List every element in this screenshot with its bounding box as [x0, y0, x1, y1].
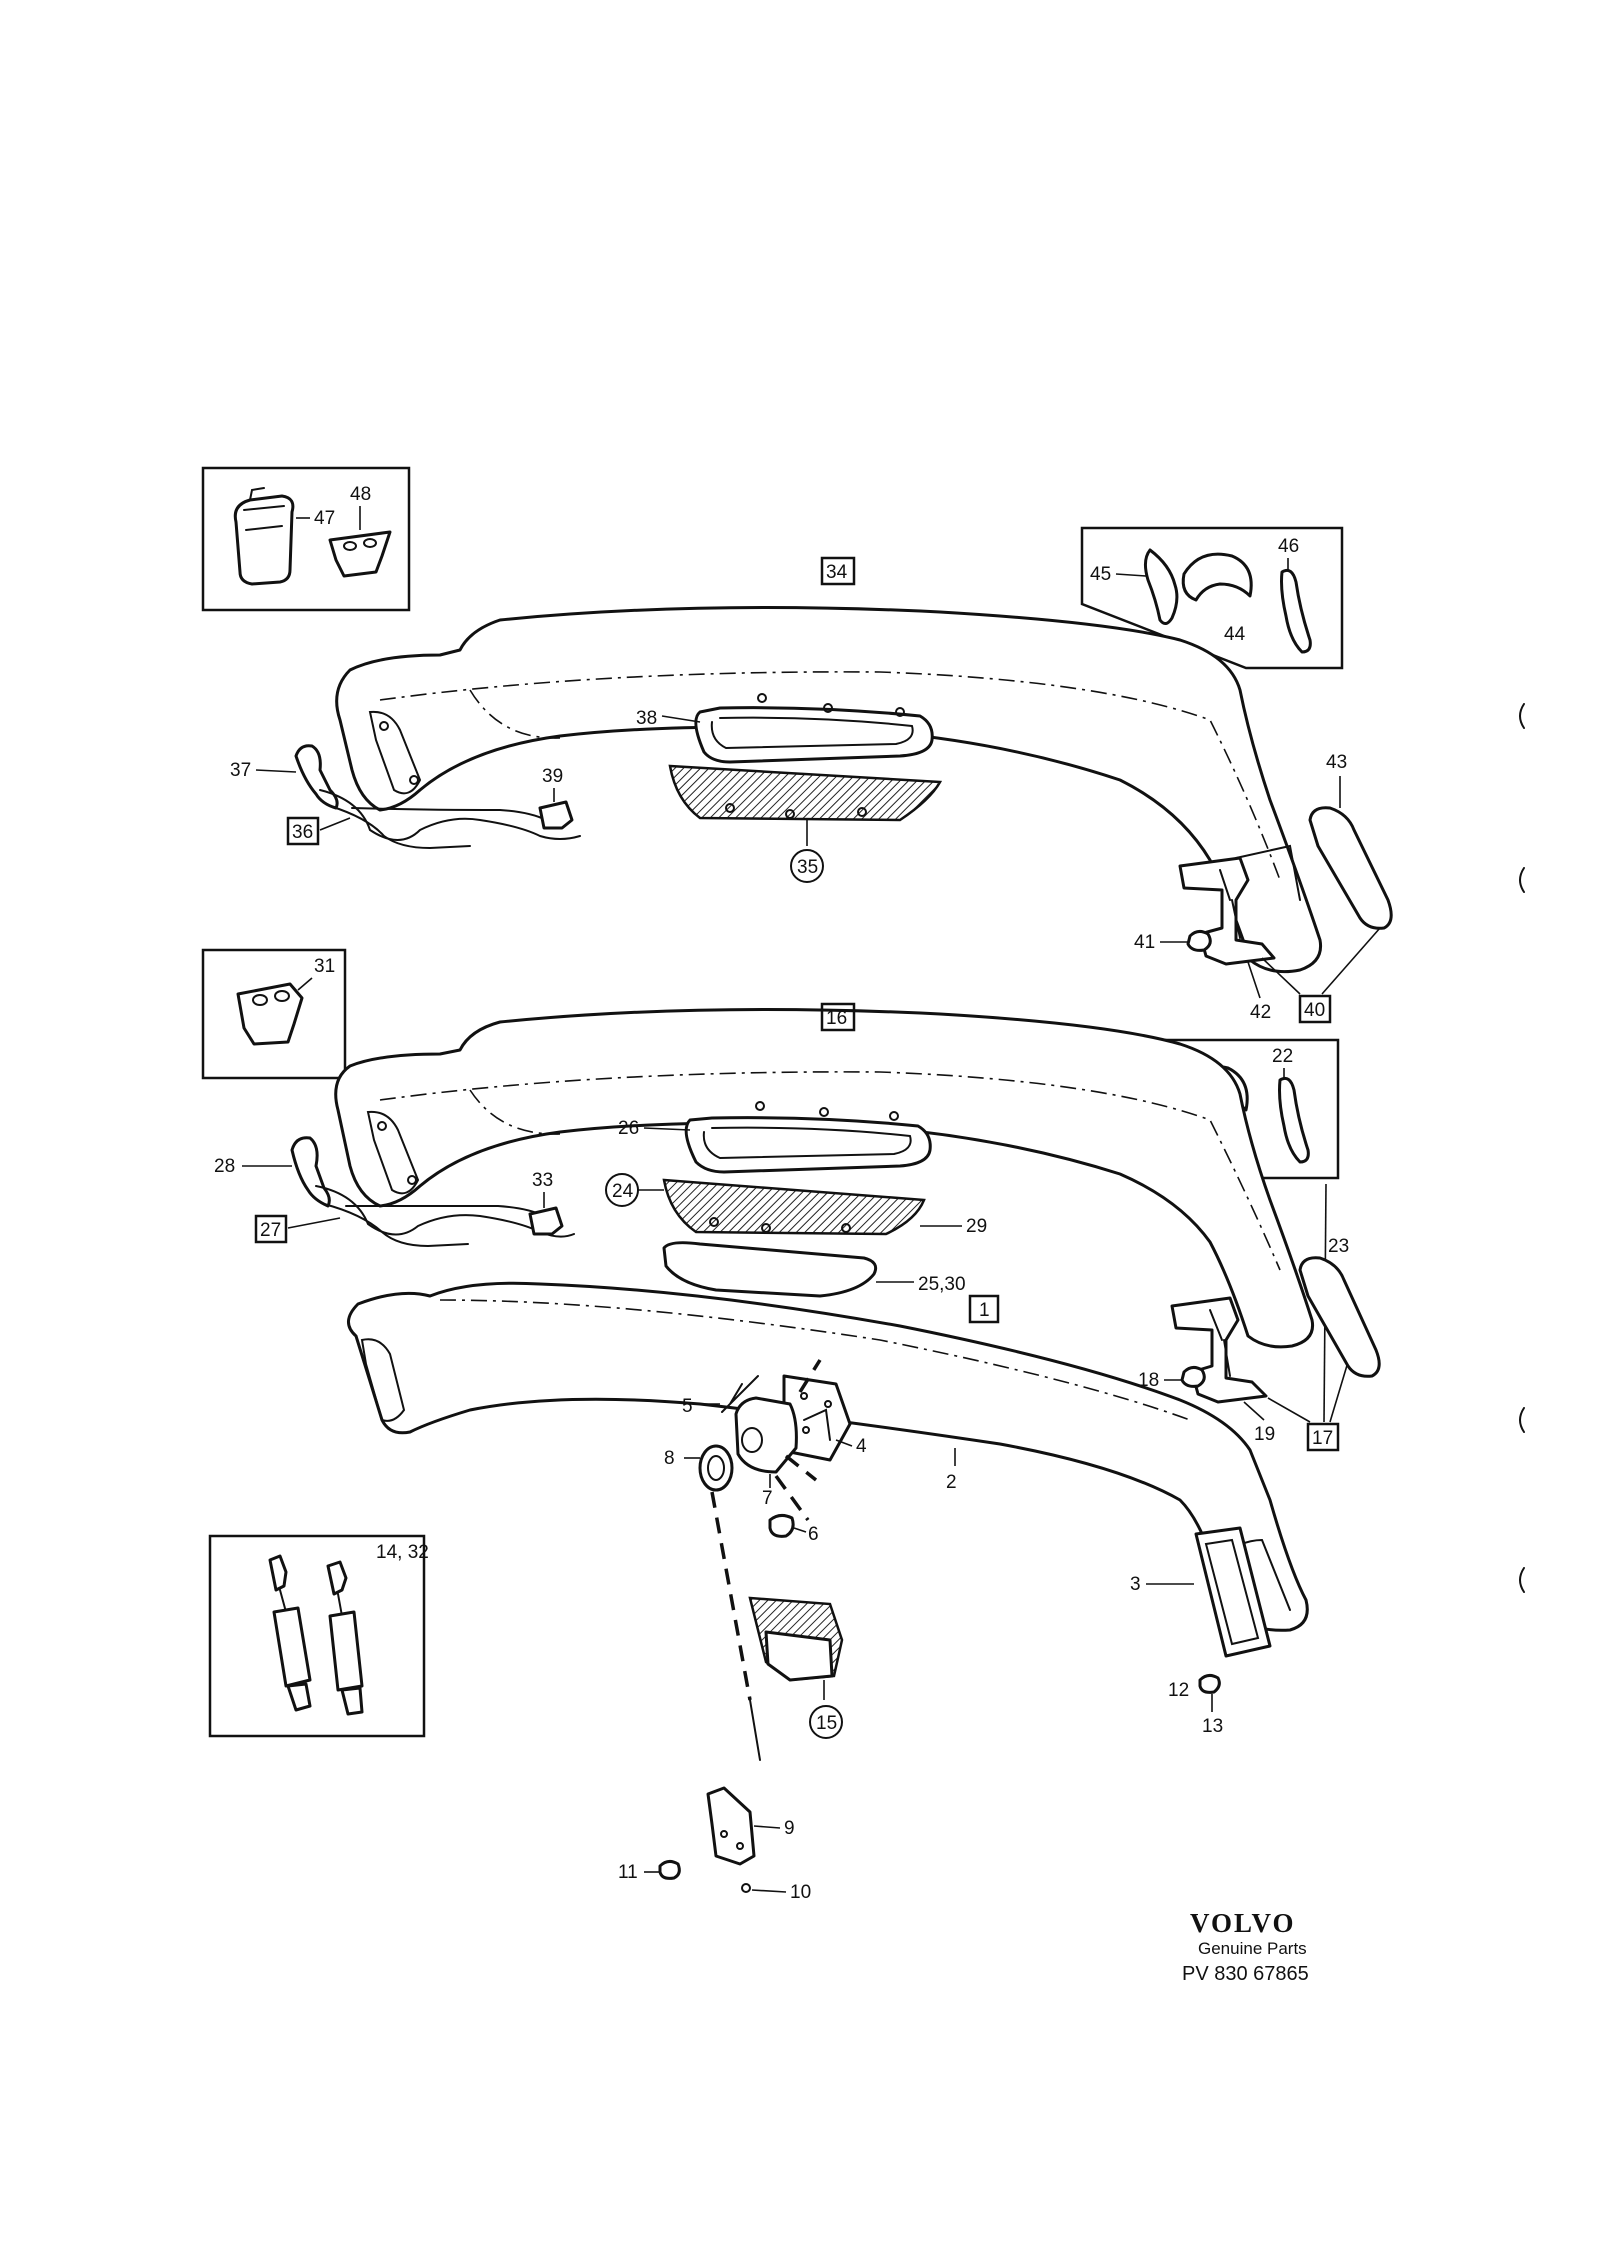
- callout-36: 36: [292, 822, 313, 843]
- callout-37: 37: [230, 760, 251, 781]
- callout-31: 31: [314, 956, 335, 977]
- screw-41-drawing: [1186, 929, 1212, 952]
- callout-40: 40: [1304, 1000, 1325, 1021]
- harness-28-drawing: [290, 1136, 331, 1208]
- callout-24: 24: [612, 1181, 634, 1202]
- callout-45: 45: [1090, 564, 1111, 585]
- callout-19: 19: [1254, 1424, 1275, 1445]
- callout-16: 16: [826, 1008, 847, 1029]
- callout-22: 22: [1272, 1046, 1293, 1067]
- callout-47: 47: [314, 508, 335, 529]
- callout-9: 9: [784, 1818, 795, 1839]
- frame-3-drawing: [1194, 1526, 1272, 1658]
- callout-15: 15: [816, 1713, 837, 1734]
- brand-tagline: Genuine Parts: [1198, 1939, 1307, 1958]
- callout-27: 27: [260, 1220, 281, 1241]
- margin-mark-2: [1519, 867, 1525, 893]
- margin-mark-4: [1519, 1567, 1525, 1593]
- plug-31-drawing: [236, 982, 304, 1046]
- gas-strut-right-drawing: [326, 1560, 364, 1716]
- connector-33-drawing: [528, 1206, 564, 1236]
- callout-39: 39: [542, 766, 563, 787]
- callout-7: 7: [762, 1488, 773, 1509]
- screw-12-drawing: [1198, 1673, 1221, 1694]
- washer-8-drawing: [698, 1444, 734, 1492]
- callout-46: 46: [1278, 536, 1299, 557]
- callout-34: 34: [826, 562, 848, 583]
- inset-box-14-32: 14, 32: [208, 1534, 429, 1738]
- bracket-45-drawing: [1143, 548, 1179, 625]
- margin-mark-1: [1519, 703, 1525, 729]
- callout-5: 5: [682, 1396, 693, 1417]
- callout-10: 10: [790, 1882, 811, 1903]
- callout-26: 26: [618, 1118, 639, 1139]
- callout-14-32: 14, 32: [376, 1542, 429, 1563]
- plug-48-drawing: [328, 530, 392, 578]
- inset-box-31: 31: [201, 948, 347, 1080]
- lens-25-30-drawing: [662, 1241, 878, 1298]
- callout-43: 43: [1326, 752, 1347, 773]
- crescent-44-drawing: [1181, 552, 1253, 602]
- screw-18-drawing: [1180, 1365, 1206, 1388]
- callout-25-30: 25,30: [918, 1274, 966, 1295]
- callout-23: 23: [1328, 1236, 1349, 1257]
- callout-3: 3: [1130, 1574, 1141, 1595]
- brand-block: VOLVO Genuine Parts PV 830 67865: [1182, 1908, 1309, 1985]
- margin-mark-3: [1519, 1407, 1525, 1433]
- bolt-6-drawing: [768, 1513, 795, 1538]
- callout-33: 33: [532, 1170, 553, 1191]
- callout-44: 44: [1224, 624, 1246, 645]
- callout-38: 38: [636, 708, 657, 729]
- callout-35: 35: [797, 857, 818, 878]
- callout-28: 28: [214, 1156, 235, 1177]
- callout-4: 4: [856, 1436, 867, 1457]
- inset-box-47-48: 47 48: [201, 466, 411, 612]
- callout-17: 17: [1312, 1428, 1333, 1449]
- reflector-43-drawing: [1308, 806, 1393, 930]
- callout-29: 29: [966, 1216, 987, 1237]
- part-code: PV 830 67865: [1182, 1963, 1309, 1985]
- callout-13: 13: [1202, 1716, 1223, 1737]
- callout-41: 41: [1134, 932, 1155, 953]
- reflector-35-drawing: [668, 764, 943, 822]
- clip-47-drawing: [233, 487, 295, 586]
- callout-42: 42: [1250, 1002, 1271, 1023]
- trim-26-drawing: [684, 1116, 932, 1174]
- callout-12: 12: [1168, 1680, 1189, 1701]
- bracket-46-drawing: [1280, 568, 1312, 654]
- callout-2: 2: [946, 1472, 957, 1493]
- connector-39-drawing: [538, 800, 574, 830]
- callout-6: 6: [808, 1524, 819, 1545]
- bracket-9-drawing: [706, 1786, 756, 1866]
- nut-11-drawing: [658, 1859, 681, 1880]
- inset-box-44-45-46: 45 44 46: [1080, 526, 1344, 670]
- bracket-22-drawing: [1278, 1076, 1310, 1164]
- callout-11: 11: [618, 1862, 638, 1883]
- bumper-cover-16: [334, 1008, 1315, 1349]
- pin-5-drawing: [721, 1375, 759, 1413]
- brand-name: VOLVO: [1190, 1908, 1295, 1938]
- reflector-23-drawing: [1298, 1256, 1381, 1378]
- harness-37-drawing: [294, 744, 339, 810]
- reflector-24-drawing: [662, 1178, 926, 1236]
- gas-strut-left-drawing: [268, 1554, 312, 1712]
- callout-1: 1: [979, 1300, 990, 1321]
- bumper-cover-34: [335, 606, 1323, 974]
- callout-48: 48: [350, 484, 371, 505]
- bumper-block-7-drawing: [734, 1396, 798, 1474]
- callout-8: 8: [664, 1448, 675, 1469]
